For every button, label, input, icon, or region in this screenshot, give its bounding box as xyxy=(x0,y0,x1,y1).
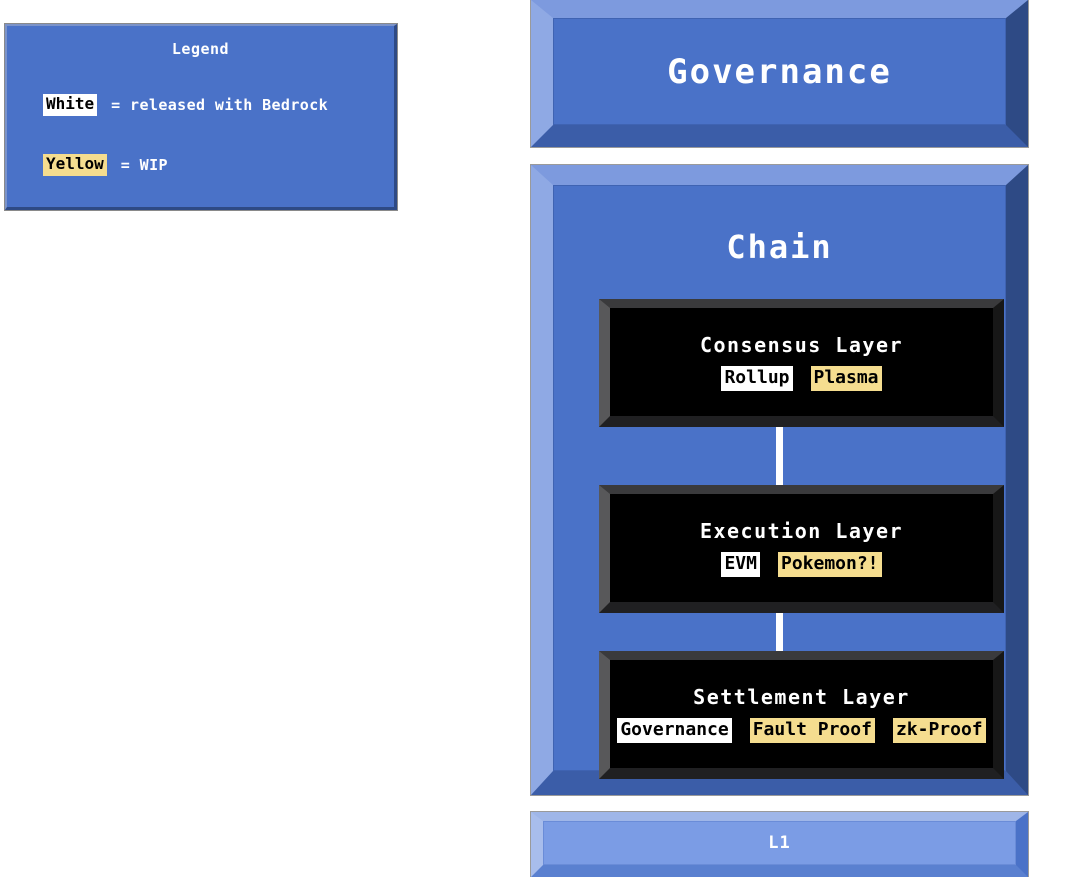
legend-description-white: = released with Bedrock xyxy=(111,95,329,114)
consensus-layer-tags: Rollup Plasma xyxy=(721,365,882,392)
legend-description-yellow: = WIP xyxy=(120,155,168,174)
consensus-layer-title: Consensus Layer xyxy=(699,332,904,357)
settlement-layer-tags: Governance Fault Proof zk-Proof xyxy=(617,717,986,744)
consensus-layer-face: Consensus Layer Rollup Plasma xyxy=(610,308,993,416)
l1-face: L1 xyxy=(543,821,1016,865)
execution-layer-title: Execution Layer xyxy=(699,518,904,543)
connector-consensus-execution xyxy=(775,427,783,485)
execution-layer-face: Execution Layer EVM Pokemon?! xyxy=(610,494,993,602)
governance-label: Governance xyxy=(667,51,892,92)
settlement-layer-title: Settlement Layer xyxy=(693,684,910,709)
legend-chip-yellow: Yellow xyxy=(43,154,107,176)
tag-rollup: Rollup xyxy=(721,365,793,392)
legend-title: Legend xyxy=(171,40,230,58)
tag-plasma: Plasma xyxy=(810,365,882,392)
legend-row-yellow: Yellow = WIP xyxy=(43,154,168,176)
tag-fault-proof: Fault Proof xyxy=(749,717,875,744)
governance-bevel xyxy=(531,0,1028,147)
legend-row-white: White = released with Bedrock xyxy=(43,94,328,116)
l1-panel: L1 xyxy=(530,811,1029,877)
settlement-layer-box: Settlement Layer Governance Fault Proof … xyxy=(599,651,1004,779)
tag-governance: Governance xyxy=(617,717,732,744)
chain-panel: Chain Consensus Layer Rollup Plasma Exec… xyxy=(530,164,1029,796)
connector-execution-settlement xyxy=(775,613,783,651)
tag-zk-proof: zk-Proof xyxy=(892,717,986,744)
tag-pokemon: Pokemon?! xyxy=(777,551,882,578)
l1-bevel xyxy=(531,812,1028,877)
consensus-layer-box: Consensus Layer Rollup Plasma xyxy=(599,299,1004,427)
governance-face: Governance xyxy=(553,18,1006,125)
execution-layer-tags: EVM Pokemon?! xyxy=(721,551,882,578)
legend-chip-white: White xyxy=(43,94,98,116)
legend-panel: Legend White = released with Bedrock Yel… xyxy=(4,23,398,211)
execution-layer-box: Execution Layer EVM Pokemon?! xyxy=(599,485,1004,613)
l1-label: L1 xyxy=(768,833,791,853)
tag-evm: EVM xyxy=(721,551,760,578)
chain-label: Chain xyxy=(726,228,833,266)
settlement-layer-face: Settlement Layer Governance Fault Proof … xyxy=(610,660,993,768)
governance-panel: Governance xyxy=(530,0,1029,148)
chain-face: Chain Consensus Layer Rollup Plasma Exec… xyxy=(553,185,1006,779)
